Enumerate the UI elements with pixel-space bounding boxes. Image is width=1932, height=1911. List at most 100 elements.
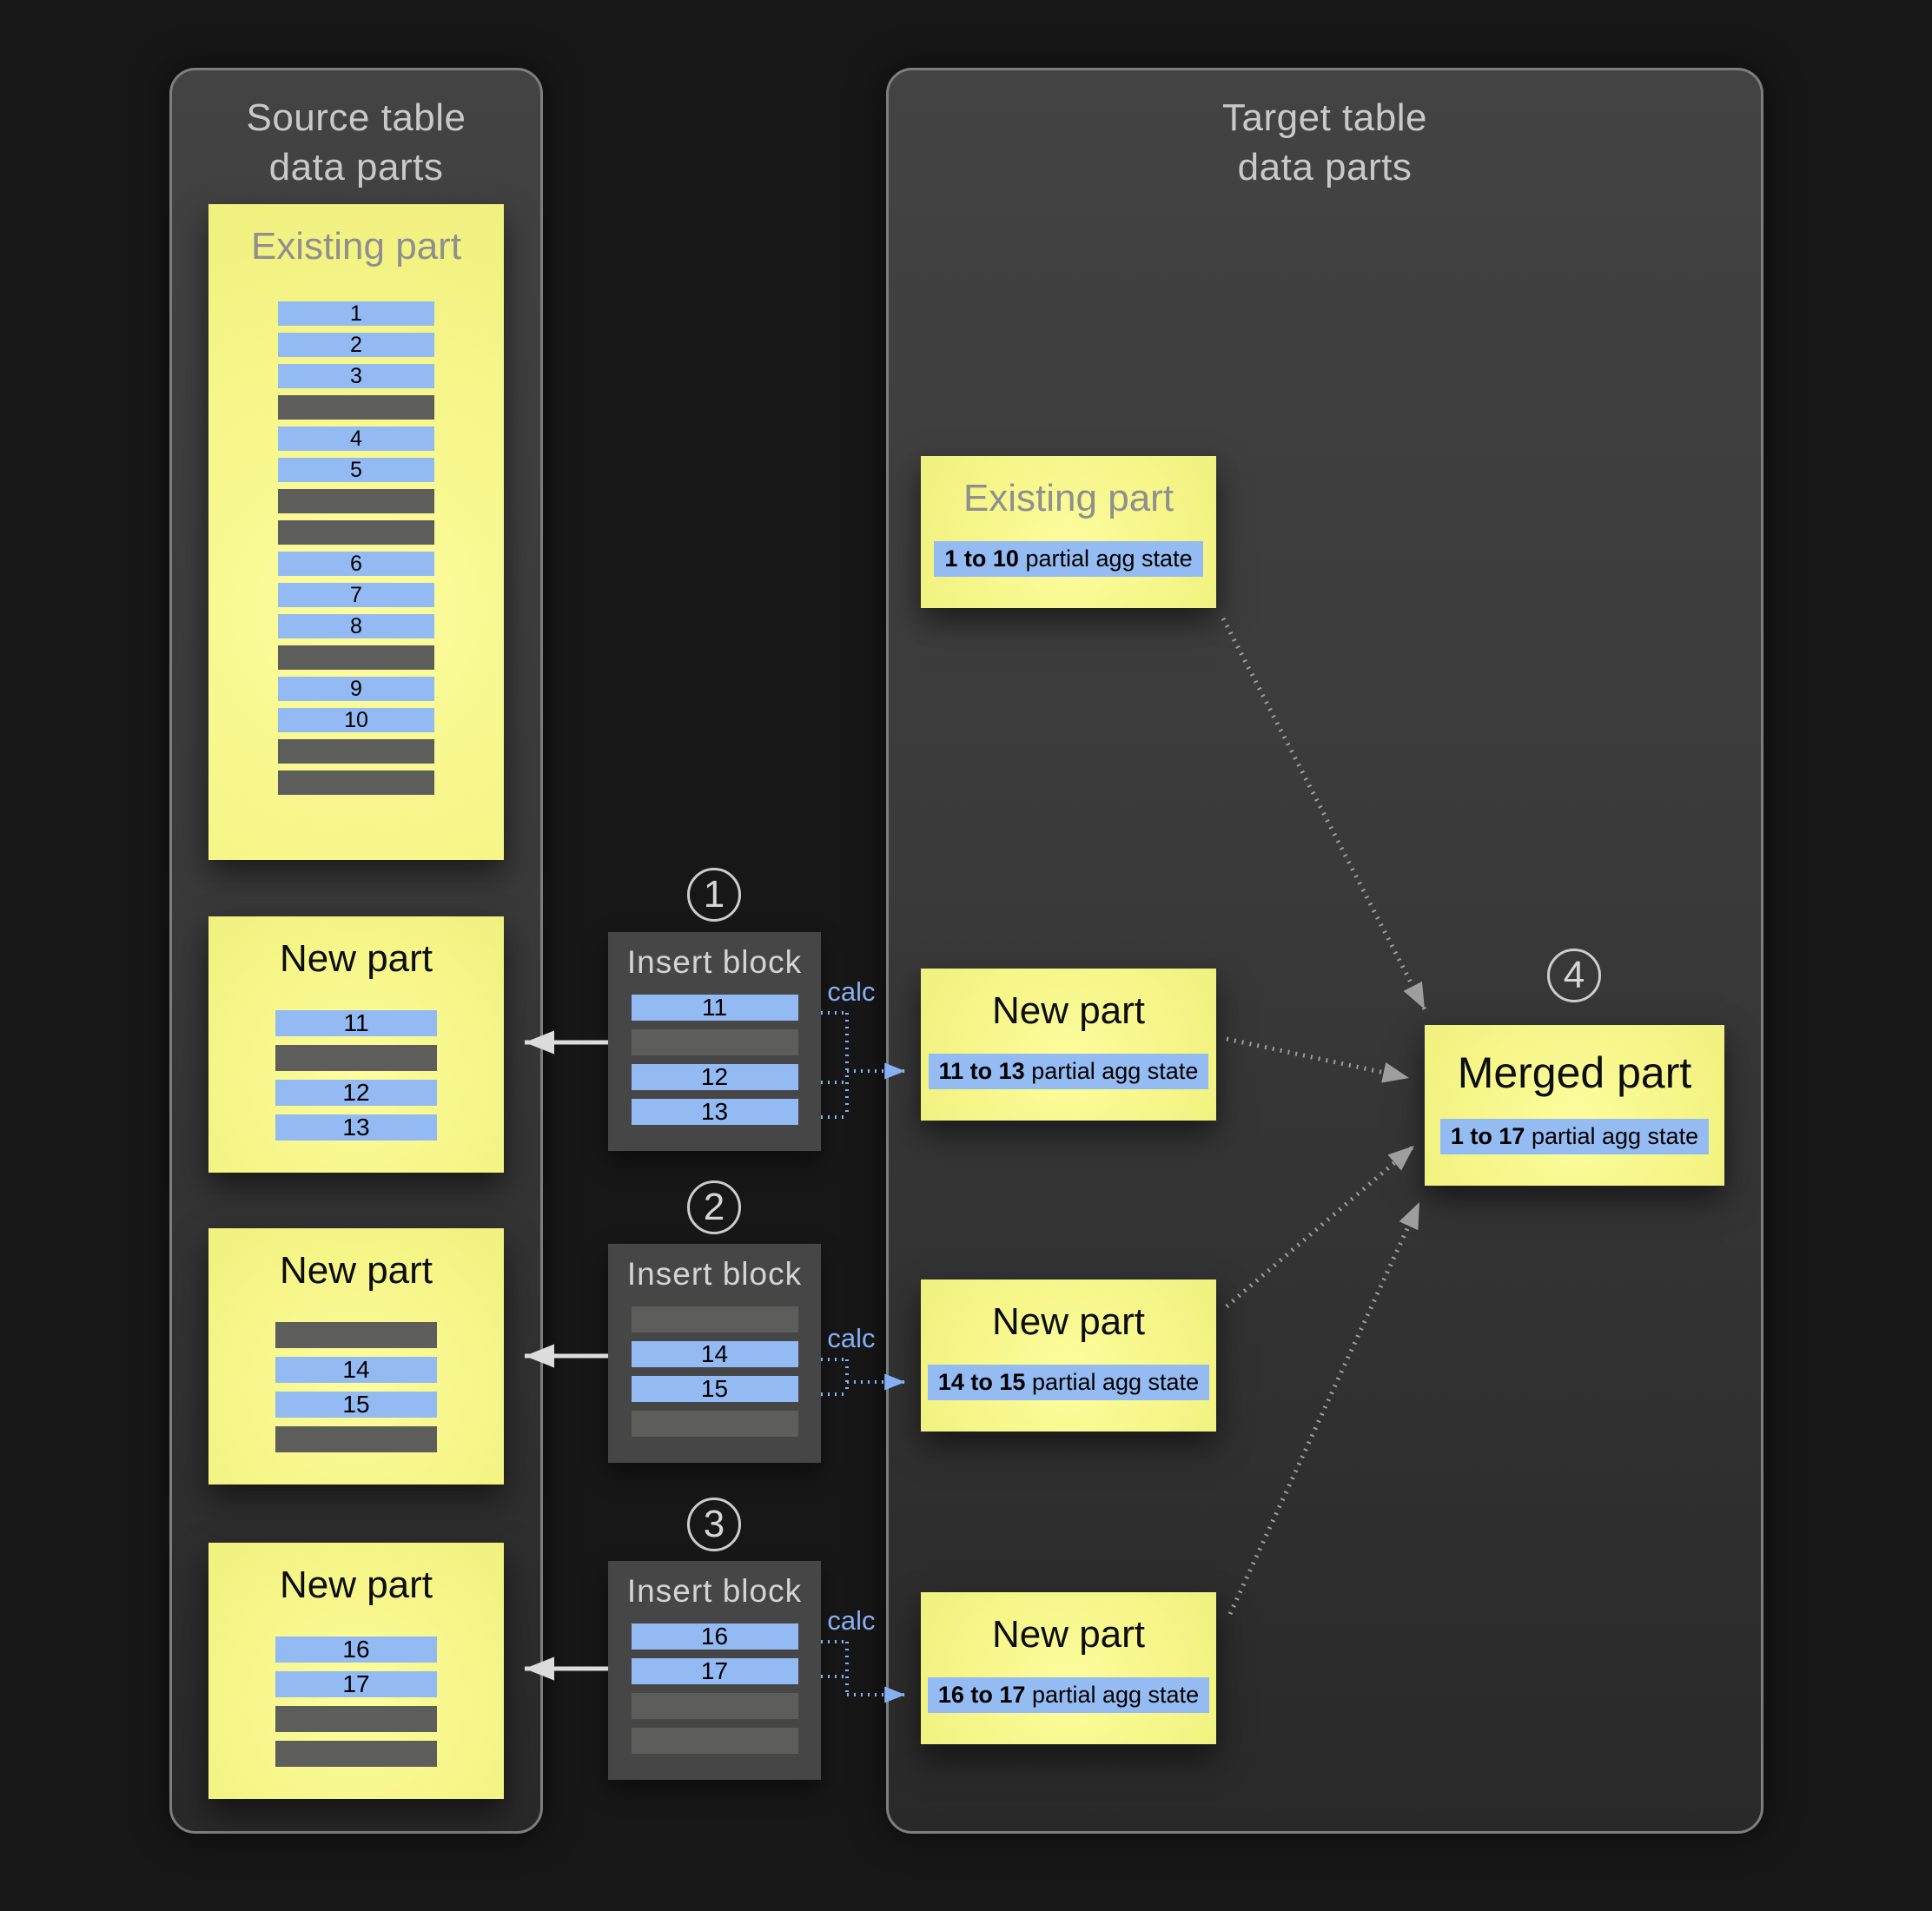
agg-suffix: partial agg state — [1531, 1123, 1699, 1149]
data-row-value: 15 — [631, 1375, 798, 1402]
part-title: New part — [991, 1300, 1146, 1343]
data-row-value: 6 — [278, 552, 434, 576]
agg-state-bar: 16 to 17 partial agg state — [927, 1677, 1210, 1713]
data-row-unindexed — [278, 739, 434, 764]
step-number: 1 — [703, 873, 725, 916]
data-row-value: 13 — [275, 1114, 437, 1141]
agg-state-bar: 11 to 13 partial agg state — [928, 1054, 1209, 1089]
step-4-badge: 4 — [1547, 949, 1601, 1002]
data-row-unindexed — [275, 1426, 437, 1452]
data-row-value: 3 — [278, 364, 434, 388]
data-row-unindexed — [278, 489, 434, 513]
data-row-value: 8 — [278, 614, 434, 638]
data-row-value: 16 — [275, 1636, 437, 1663]
agg-state-bar: 1 to 10 partial agg state — [934, 541, 1203, 577]
data-row-unindexed — [278, 395, 434, 420]
target-existing-part: Existing part 1 to 10 partial agg state — [921, 456, 1216, 608]
part-title: Existing part — [250, 225, 462, 268]
insert-block-title: Insert block — [626, 944, 803, 980]
data-row-value: 16 — [631, 1623, 798, 1650]
data-row-value: 14 — [275, 1356, 437, 1383]
data-row-unindexed — [631, 1029, 798, 1055]
target-panel-title: Target table data parts — [1222, 96, 1427, 189]
data-rows: 1 2 3 4 5 6 7 8 9 10 — [278, 301, 434, 795]
data-rows: 11 12 13 — [631, 994, 798, 1125]
data-row-unindexed — [275, 1322, 437, 1348]
data-row-value: 11 — [275, 1009, 437, 1036]
data-rows: 11 12 13 — [275, 1009, 437, 1141]
data-row-value: 12 — [275, 1079, 437, 1106]
data-row-unindexed — [631, 1693, 798, 1719]
data-row-unindexed — [631, 1728, 798, 1754]
agg-suffix: partial agg state — [1031, 1369, 1200, 1395]
agg-range: 16 to 17 — [937, 1682, 1026, 1708]
data-row-value: 7 — [278, 583, 434, 607]
data-row-value: 1 — [278, 301, 434, 326]
calc-label-2: calc — [827, 1323, 875, 1353]
calc-label-1: calc — [827, 976, 875, 1007]
step-number: 4 — [1563, 954, 1585, 996]
data-row-value: 5 — [278, 458, 434, 482]
target-new-part-2: New part 14 to 15 partial agg state — [921, 1280, 1216, 1432]
merged-part: Merged part 1 to 17 partial agg state — [1425, 1025, 1724, 1186]
part-title: Merged part — [1457, 1048, 1692, 1097]
data-row-unindexed — [275, 1741, 437, 1767]
part-title: New part — [279, 937, 433, 980]
data-row-value: 11 — [631, 994, 798, 1021]
data-row-value: 12 — [631, 1063, 798, 1090]
part-title: New part — [279, 1249, 433, 1292]
agg-range: 11 to 13 — [938, 1058, 1025, 1084]
data-row-value: 17 — [631, 1657, 798, 1684]
agg-suffix: partial agg state — [1031, 1058, 1199, 1084]
source-panel-title: Source table data parts — [246, 96, 466, 189]
target-new-part-3: New part 16 to 17 partial agg state — [921, 1592, 1216, 1744]
target-new-part-1: New part 11 to 13 partial agg state — [921, 969, 1216, 1121]
calc-label-3: calc — [827, 1605, 875, 1636]
source-new-part-1: New part 11 12 13 — [208, 916, 504, 1173]
step-2-badge: 2 — [687, 1180, 741, 1234]
data-row-value: 17 — [275, 1670, 437, 1697]
source-existing-part: Existing part 1 2 3 4 5 6 7 8 9 10 — [208, 204, 504, 860]
agg-suffix: partial agg state — [1031, 1682, 1200, 1708]
insert-block-1: Insert block 11 12 13 — [608, 932, 821, 1151]
data-row-unindexed — [275, 1706, 437, 1732]
part-title: New part — [991, 989, 1146, 1032]
step-number: 2 — [703, 1186, 725, 1228]
part-title: Existing part — [963, 477, 1174, 519]
data-row-unindexed — [278, 645, 434, 670]
data-row-value: 15 — [275, 1391, 437, 1418]
data-row-value: 4 — [278, 427, 434, 451]
agg-range: 1 to 17 — [1450, 1123, 1525, 1149]
insert-block-title: Insert block — [626, 1573, 803, 1609]
data-row-value: 10 — [278, 708, 434, 732]
target-table-panel: Target table data parts — [886, 68, 1763, 1834]
step-3-badge: 3 — [687, 1498, 741, 1551]
step-number: 3 — [703, 1503, 725, 1545]
data-row-unindexed — [631, 1411, 798, 1437]
data-row-value: 14 — [631, 1340, 798, 1367]
data-row-value: 2 — [278, 333, 434, 357]
agg-range: 14 to 15 — [937, 1369, 1026, 1395]
agg-state-bar: 1 to 17 partial agg state — [1439, 1119, 1710, 1154]
part-title: New part — [279, 1564, 433, 1606]
part-title: New part — [991, 1613, 1146, 1656]
data-row-value: 13 — [631, 1098, 798, 1125]
agg-state-bar: 14 to 15 partial agg state — [927, 1365, 1210, 1400]
insert-block-title: Insert block — [626, 1256, 803, 1292]
data-row-value: 9 — [278, 677, 434, 701]
step-1-badge: 1 — [687, 868, 741, 922]
data-row-unindexed — [278, 770, 434, 795]
data-row-unindexed — [278, 520, 434, 545]
agg-range: 1 to 10 — [944, 546, 1019, 572]
data-row-unindexed — [631, 1306, 798, 1332]
agg-suffix: partial agg state — [1025, 546, 1193, 572]
